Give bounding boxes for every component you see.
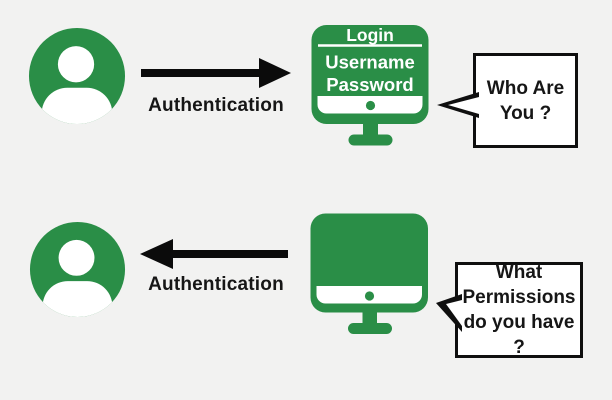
authentication-label-top: Authentication [148,95,284,116]
monitor-base [348,134,393,146]
arrow-left-icon [140,239,288,269]
arrow-right-icon [141,58,291,88]
speech-bubble-who: Who Are You ? [473,53,578,148]
bubble-line: You ? [499,102,552,124]
monitor-button [364,291,375,301]
bubble-line: Who Are [486,77,565,99]
user-icon [28,27,126,125]
monitor-base [348,323,392,334]
bubble-line: do you have [463,312,575,333]
monitor-password-text: Password [326,74,413,95]
speech-bubble-tail [437,92,479,118]
authentication-label-bottom: Authentication [148,274,284,295]
user-head [58,239,95,276]
monitor-username-text: Username [325,52,414,73]
user-head [57,46,95,83]
bubble-line: Permissions [462,287,576,308]
monitor-login-icon: Login Username Password [311,25,429,146]
monitor-login-title: Login [346,25,394,45]
bubble-line: ? [513,337,525,358]
user-icon [29,221,126,318]
speech-bubble-tail [436,294,462,332]
monitor-blank-icon [310,213,428,334]
monitor-button [365,100,376,111]
speech-bubble-permissions: What Permissions do you have ? [455,262,583,358]
user-shoulders [42,281,113,318]
user-shoulders [41,87,113,125]
bubble-line: What [495,262,543,283]
